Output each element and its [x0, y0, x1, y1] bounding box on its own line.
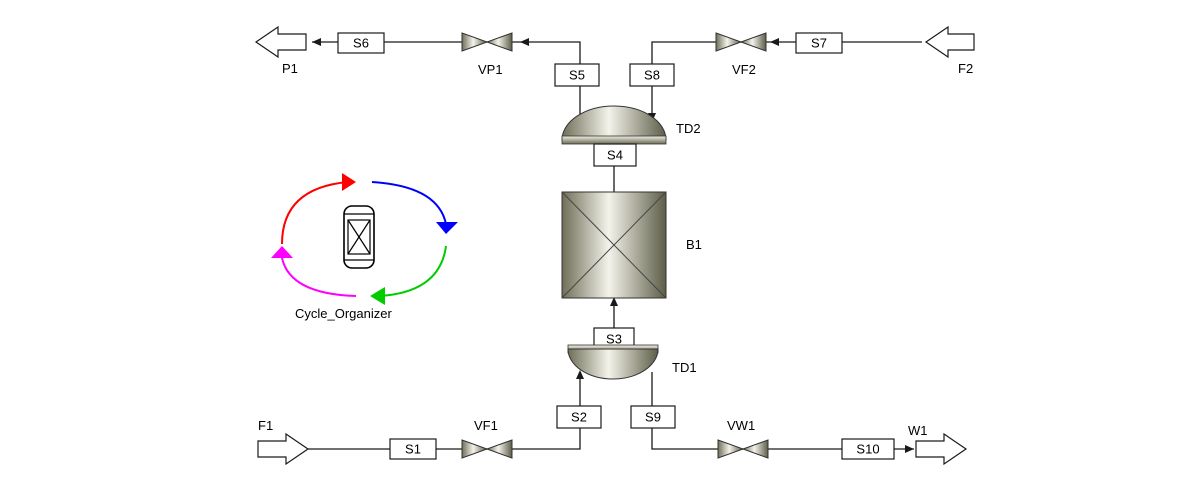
- f1-feed-arrow[interactable]: [257, 432, 310, 466]
- valve-vw1[interactable]: [717, 439, 769, 459]
- s6-label: S6: [353, 35, 369, 50]
- vessel-icon: [343, 205, 375, 269]
- valve-vp1[interactable]: [461, 32, 513, 52]
- arrowhead-to-w1: [905, 445, 914, 453]
- green-arrow-icon: [370, 287, 385, 305]
- b1-label: B1: [686, 237, 702, 252]
- s5-label: S5: [569, 67, 585, 82]
- stream-s2[interactable]: S2: [556, 405, 602, 429]
- w1-product-arrow[interactable]: [915, 432, 968, 466]
- stream-s10[interactable]: S10: [841, 438, 895, 460]
- s9-label: S9: [645, 409, 661, 424]
- f2-feed-arrow[interactable]: [924, 25, 975, 59]
- stream-s4[interactable]: S4: [593, 143, 637, 167]
- cycle-organizer[interactable]: [271, 173, 458, 305]
- arrowhead-into-td1: [576, 370, 584, 379]
- vw1-label: VW1: [727, 418, 755, 433]
- arrowhead-to-p1: [312, 38, 321, 46]
- arrowhead-into-b1: [610, 297, 618, 306]
- vf1-label: VF1: [474, 418, 498, 433]
- unit-td2[interactable]: [561, 105, 667, 145]
- s3-label: S3: [606, 331, 622, 346]
- arrowhead-up-s5: [520, 38, 529, 46]
- unit-td1[interactable]: [567, 344, 659, 380]
- arrowhead-vf2: [770, 38, 779, 46]
- cycle-organizer-label: Cycle_Organizer: [295, 306, 392, 321]
- valve-vf1[interactable]: [461, 439, 513, 459]
- vp1-label: VP1: [478, 62, 503, 77]
- magenta-arrow-icon: [271, 246, 293, 258]
- f2-label: F2: [958, 61, 973, 76]
- td1-label: TD1: [672, 360, 697, 375]
- s2-label: S2: [571, 409, 587, 424]
- stream-s7[interactable]: S7: [795, 32, 843, 54]
- stream-s9[interactable]: S9: [630, 405, 676, 429]
- td2-label: TD2: [676, 121, 701, 136]
- s1-label: S1: [405, 441, 421, 456]
- vf2-label: VF2: [732, 62, 756, 77]
- s8-label: S8: [644, 67, 660, 82]
- w1-label: W1: [908, 423, 928, 438]
- valve-vf2[interactable]: [715, 32, 767, 52]
- unit-b1[interactable]: [561, 191, 667, 299]
- f1-label: F1: [258, 418, 273, 433]
- s4-label: S4: [607, 147, 623, 162]
- stream-s5[interactable]: S5: [554, 63, 600, 87]
- stream-s8[interactable]: S8: [629, 63, 675, 87]
- red-arrow-icon: [342, 173, 356, 191]
- p1-product-arrow[interactable]: [254, 25, 307, 59]
- stream-s1[interactable]: S1: [389, 438, 437, 460]
- s7-label: S7: [811, 35, 827, 50]
- stream-s6[interactable]: S6: [337, 32, 385, 54]
- p1-label: P1: [282, 61, 298, 76]
- blue-arrow-icon: [436, 222, 458, 234]
- s10-label: S10: [856, 441, 879, 456]
